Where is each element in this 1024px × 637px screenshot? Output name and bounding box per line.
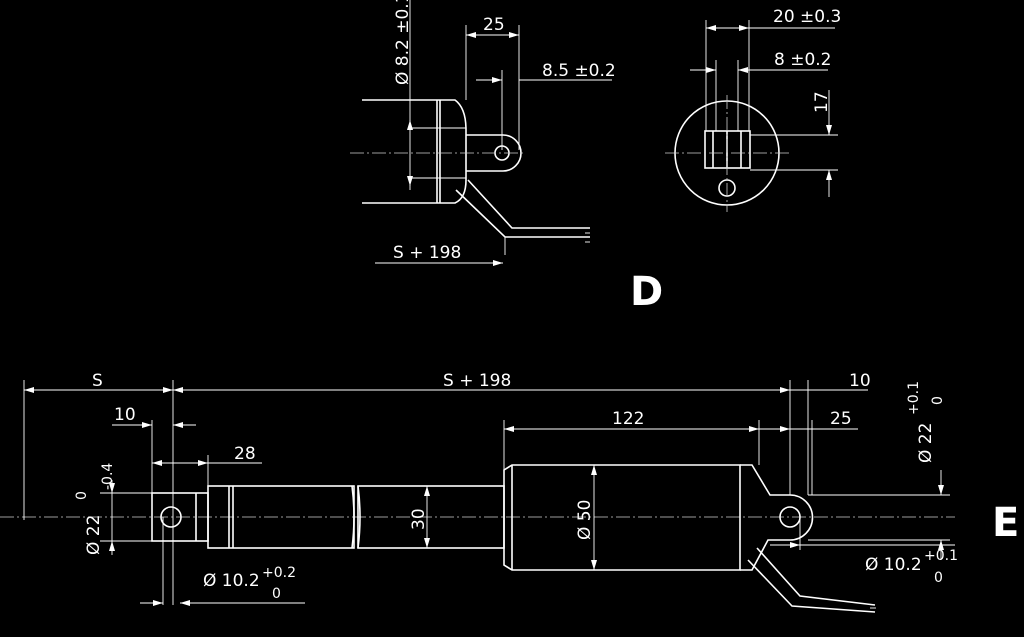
d-eye-width-label: 25 [483,15,505,35]
e-front-eye-diam-label: Ø 22 [84,515,104,555]
e-front-eye-tol-upper: 0 [74,491,90,500]
d-slot-width-label: 20 ±0.3 [773,7,841,27]
view-e-label: E [992,500,1019,546]
d-rod-diameter-label: Ø 8.2 ±0.1 [393,0,413,85]
e-rod-30-label: 30 [409,508,429,530]
e-rear-eye-diam-label: Ø 22 [916,423,936,463]
e-stroke-label: S [92,371,103,391]
e-rear-eye-tol-lower: 0 [930,396,946,405]
view-d-label: D [630,269,663,315]
e-rear-hole-tol-lower: 0 [934,570,943,586]
d-slot-height-label: 17 [812,91,832,113]
e-body-50-label: Ø 50 [575,500,595,540]
e-eye-25-label: 25 [830,409,852,429]
e-front-hole-tol-lower: 0 [272,586,281,602]
e-front-end-10-label: 10 [114,405,136,425]
d-slot-inner-label: 8 ±0.2 [774,50,832,70]
view-d-end-view: 20 ±0.3 8 ±0.2 17 [665,7,841,212]
e-front-hole-tol-upper: +0.2 [262,565,296,581]
e-length-label: S + 198 [443,371,511,391]
e-front-eye-tol-lower: -0.4 [100,463,116,490]
d-length-label: S + 198 [393,243,461,263]
view-d-side-detail: Ø 8.2 ±0.1 25 8.5 ±0.2 S + 198 [350,0,616,266]
e-rear-hole-label: Ø 10.2 [865,555,922,575]
view-e-actuator: S S + 198 10 10 28 122 25 30 Ø 50 [0,371,958,613]
d-eye-offset-label: 8.5 ±0.2 [542,61,616,81]
e-front-hole-label: Ø 10.2 [203,571,260,591]
e-rear-eye-tol-upper: +0.1 [906,381,922,415]
e-body-122-label: 122 [612,409,644,429]
e-rear-end-10-label: 10 [849,371,871,391]
e-rear-hole-tol-upper: +0.1 [924,548,958,564]
e-rod-28-label: 28 [234,444,256,464]
